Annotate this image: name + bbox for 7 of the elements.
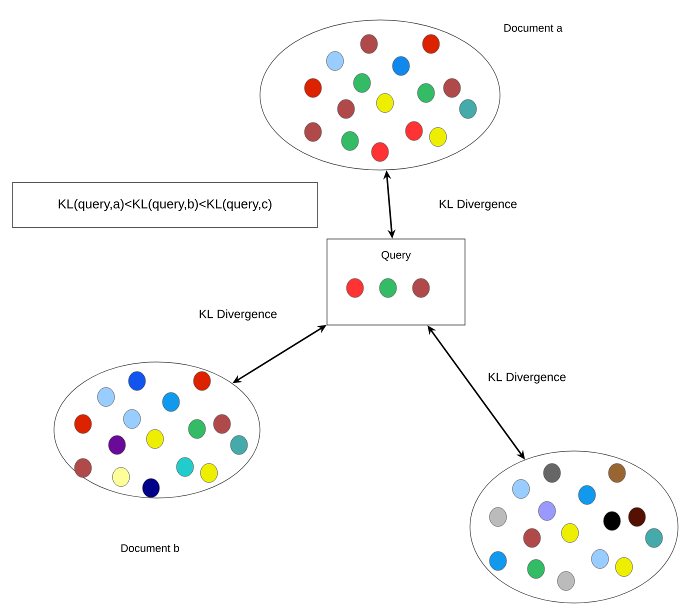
document-label: Document b <box>121 544 180 552</box>
query-box: Query <box>326 238 466 326</box>
edge-label: KL Divergence <box>438 198 518 212</box>
edge-label: KL Divergence <box>486 371 568 385</box>
formula-box: KL(query,a)<KL(query,b)<KL(query,c) <box>12 182 318 228</box>
edge-label: KL Divergence <box>198 308 278 322</box>
document-label: Document a <box>504 24 563 32</box>
